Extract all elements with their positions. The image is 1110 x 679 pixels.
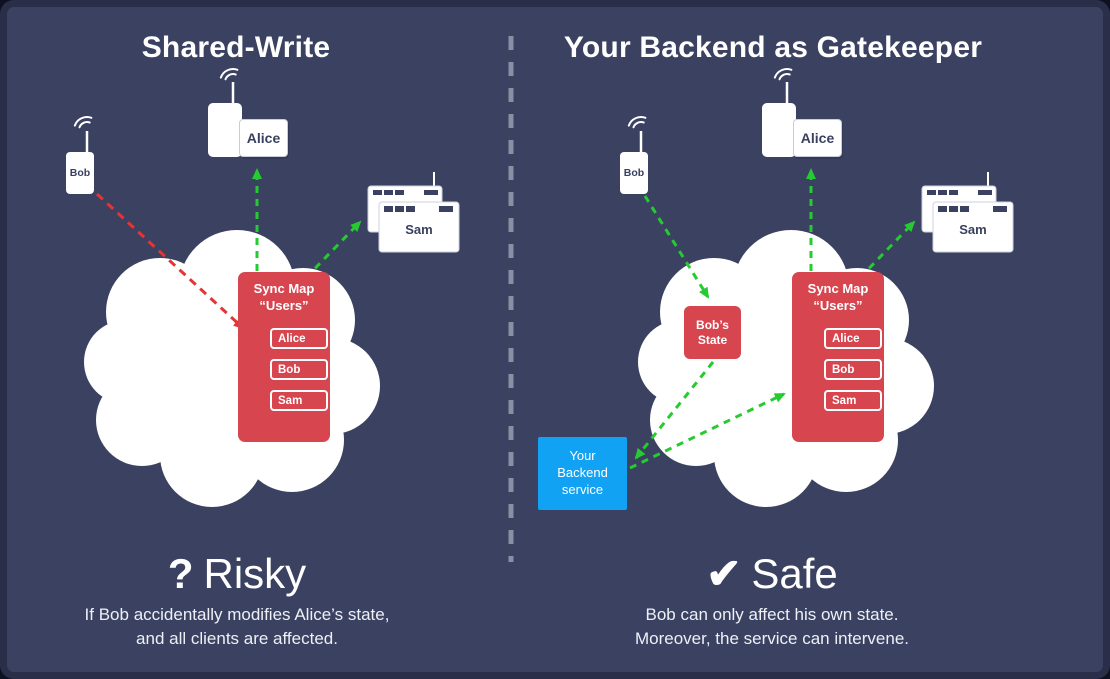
left-verdict: ?Risky If Bob accidentally modifies Alic…	[0, 550, 474, 651]
cloud-right	[638, 230, 934, 507]
arrow-backend-to-syncmap	[629, 392, 786, 470]
safe-caption: Bob can only affect his own state. Moreo…	[634, 605, 910, 649]
question-mark-icon: ?	[167, 550, 194, 597]
alice-phone-icon-right	[762, 68, 796, 157]
arrow-bob-to-bobs-state	[643, 195, 710, 299]
backend-service-box: Your Backend service	[538, 437, 627, 510]
sync-map-title-left: Sync Map “Users”	[253, 281, 315, 313]
safe-headline: ✔Safe	[706, 550, 838, 597]
sync-map-entry: Sam	[824, 390, 882, 411]
risky-caption: If Bob accidentally modifies Alice’s sta…	[84, 605, 390, 649]
sync-map-box-right: Sync Map “Users” Alice Bob Sam	[792, 272, 884, 442]
alice-phone-icon-left	[208, 68, 242, 157]
sam-device-label-left: Sam	[405, 221, 433, 237]
checkmark-icon: ✔	[706, 550, 742, 597]
bob-phone-icon-right	[620, 116, 648, 194]
left-panel-title: Shared-Write	[141, 31, 331, 64]
sync-map-entry: Sam	[270, 390, 328, 411]
sync-map-entry: Alice	[270, 328, 328, 349]
alice-device-label-right: Alice	[793, 119, 842, 157]
right-verdict: ✔Safe Bob can only affect his own state.…	[511, 550, 1033, 651]
sam-browser-icon-left	[367, 172, 460, 253]
risky-headline: ?Risky	[167, 550, 307, 597]
sam-browser-icon-right	[921, 172, 1014, 253]
alice-device-label-left: Alice	[239, 119, 288, 157]
sync-map-entry: Alice	[824, 328, 882, 349]
cloud-left	[84, 230, 380, 507]
bobs-state-box: Bob’s State	[684, 306, 741, 359]
arrow-bob-to-syncmap-red	[95, 192, 245, 330]
bob-device-label-left: Bob	[69, 167, 91, 179]
sync-map-entry: Bob	[270, 359, 328, 380]
sync-map-title-right: Sync Map “Users”	[807, 281, 869, 313]
right-panel-title: Your Backend as Gatekeeper	[563, 31, 983, 64]
bob-device-label-right: Bob	[623, 167, 645, 179]
sync-map-entry: Bob	[824, 359, 882, 380]
sam-device-label-right: Sam	[959, 221, 987, 237]
bob-phone-icon-left	[66, 116, 94, 194]
sync-map-box-left: Sync Map “Users” Alice Bob Sam	[238, 272, 330, 442]
